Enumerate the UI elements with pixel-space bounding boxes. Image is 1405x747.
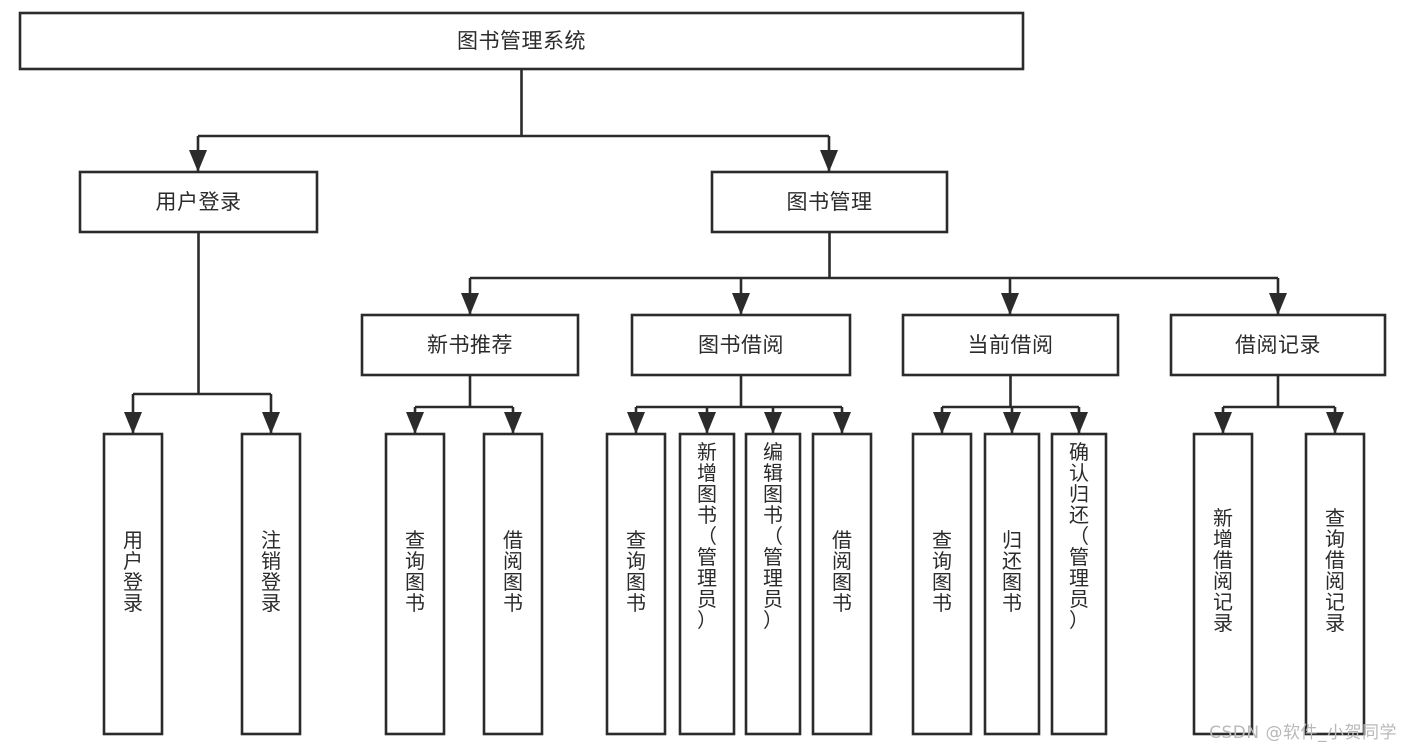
node-box-leaf-return-book[interactable] [983, 432, 1041, 736]
node-box-book-manage[interactable] [710, 170, 949, 234]
arrow-head-bookmanage-3 [1269, 293, 1287, 315]
node-label-user-login: 用户登录 [156, 190, 242, 214]
node-box-leaf-query-book-1[interactable] [384, 432, 446, 736]
node-box-root[interactable] [18, 11, 1025, 71]
arrow-head-currentborrow-2 [1070, 412, 1088, 434]
csdn-watermark: CSDN @软件_小贺同学 [1209, 723, 1397, 743]
node-box-book-borrow[interactable] [630, 313, 852, 377]
arrow-head-currentborrow-0 [933, 412, 951, 434]
node-box-user-login[interactable] [78, 170, 319, 234]
arrow-head-currentborrow-1 [1003, 412, 1021, 434]
boxes-layer [18, 11, 1387, 736]
arrow-head-newbook-1 [504, 412, 522, 434]
arrow-head-root-0 [189, 150, 207, 172]
node-box-leaf-edit-book-admin[interactable] [744, 432, 802, 736]
arrow-head-bookmanage-0 [461, 293, 479, 315]
arrow-head-newbook-0 [406, 412, 424, 434]
arrow-head-bookborrow-2 [764, 412, 782, 434]
node-label-book-borrow: 图书借阅 [698, 333, 784, 357]
node-box-leaf-add-record[interactable] [1192, 432, 1254, 736]
node-label-current-borrow: 当前借阅 [968, 333, 1054, 357]
arrow-head-bookborrow-3 [833, 412, 851, 434]
connectors-layer [124, 69, 1344, 434]
node-box-leaf-query-book-3[interactable] [911, 432, 973, 736]
node-box-current-borrow[interactable] [901, 313, 1120, 377]
arrow-head-userlogin-0 [124, 412, 142, 434]
node-box-borrow-record[interactable] [1169, 313, 1387, 377]
arrow-head-borrowrecord-1 [1326, 412, 1344, 434]
node-label-new-book-rec: 新书推荐 [427, 333, 513, 357]
node-box-leaf-borrow-book-2[interactable] [811, 432, 873, 736]
arrow-head-bookborrow-1 [698, 412, 716, 434]
node-label-borrow-record: 借阅记录 [1235, 333, 1321, 357]
arrow-head-borrowrecord-0 [1214, 412, 1232, 434]
arrow-head-bookmanage-1 [732, 293, 750, 315]
node-box-leaf-query-record[interactable] [1304, 432, 1366, 736]
node-box-new-book-rec[interactable] [360, 313, 580, 377]
node-label-root: 图书管理系统 [457, 29, 586, 53]
arrow-head-root-1 [820, 150, 838, 172]
arrow-head-userlogin-1 [262, 412, 280, 434]
arrow-head-bookborrow-0 [627, 412, 645, 434]
arrow-head-bookmanage-2 [1001, 293, 1019, 315]
node-box-leaf-borrow-book-1[interactable] [482, 432, 544, 736]
node-box-leaf-query-book-2[interactable] [605, 432, 667, 736]
node-box-leaf-user-login[interactable] [102, 432, 164, 736]
node-label-book-manage: 图书管理 [787, 190, 873, 214]
node-box-leaf-add-book-admin[interactable] [678, 432, 736, 736]
node-box-leaf-confirm-return-admin[interactable] [1050, 432, 1108, 736]
node-box-leaf-user-logout[interactable] [240, 432, 302, 736]
